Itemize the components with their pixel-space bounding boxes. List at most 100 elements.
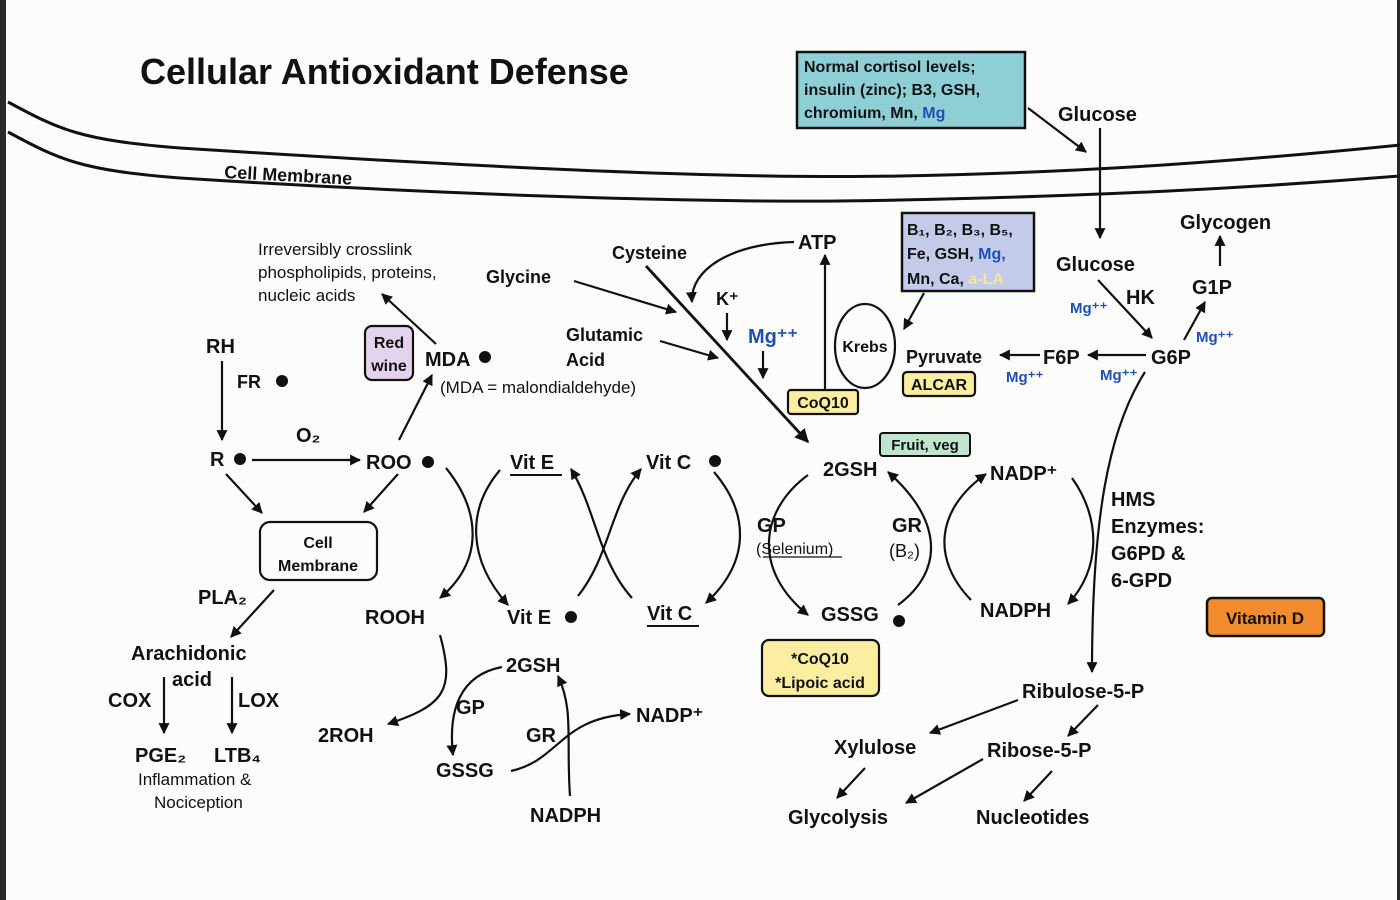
- fruit-veg-box: Fruit, veg: [879, 432, 971, 457]
- cysteine-label: Cysteine: [612, 243, 687, 263]
- b2-label: (B₂): [889, 541, 920, 561]
- crosslink-line-1: Irreversibly crosslink: [258, 240, 412, 259]
- arrow-nadp-to-nadph: [1067, 477, 1095, 605]
- gssg-radical-dot: [893, 615, 905, 627]
- cortisol-mg: Mg: [922, 105, 945, 122]
- arrow-ribulose-to-xylulose: [928, 698, 1019, 735]
- atp-label: ATP: [798, 232, 837, 254]
- arrow-roo-to-membrane: [363, 473, 399, 513]
- red-wine-line-1: Red: [374, 335, 404, 352]
- cox-label: COX: [108, 690, 152, 712]
- arrow-ribose-to-nucleotides: [1023, 770, 1053, 802]
- f6p-label: F6P: [1043, 347, 1080, 369]
- selenium-label: (Selenium): [756, 541, 833, 558]
- cortisol-line-1: Normal cortisol levels;: [804, 59, 976, 76]
- lipoic-acid-label: *Lipoic acid: [775, 675, 865, 692]
- fr-label: FR: [237, 372, 261, 392]
- glutamic-label-1: Glutamic: [566, 325, 643, 345]
- membrane-inner-line: [7, 130, 1400, 203]
- mg-f6p: Mg⁺⁺: [1100, 367, 1138, 384]
- frame-left-border: [0, 0, 6, 900]
- lower-nadp-plus-label: NADP⁺: [636, 705, 703, 727]
- arrow-vite-to-vite-radical: [475, 469, 509, 606]
- roo-label: ROO: [366, 452, 412, 474]
- arrow-lower-nadph-to-2gsh: [557, 675, 572, 797]
- fr-radical-dot: [276, 375, 288, 387]
- r-radical-dot: [234, 453, 246, 465]
- membrane-label: Cell Membrane: [224, 162, 353, 189]
- b-vitamin-line-2: Fe, GSH,: [907, 246, 974, 263]
- mg-synthesis: Mg⁺⁺: [748, 326, 798, 348]
- arrow-2gsh-to-gssg: [767, 474, 809, 616]
- krebs-label: Krebs: [842, 339, 887, 356]
- glycogen-label: Glycogen: [1180, 212, 1271, 234]
- arrow-lower-gssg-to-nadp: [510, 709, 632, 773]
- arrow-rooh-to-2roh: [386, 634, 448, 727]
- rh-label: RH: [206, 336, 235, 358]
- vitamin-d-box: Vitamin D: [1205, 596, 1326, 638]
- k-plus-label: K⁺: [716, 289, 739, 309]
- vit-e-radical: Vit E: [507, 607, 551, 629]
- lower-gp-label: GP: [456, 697, 485, 719]
- arrow-ribose-to-glycolysis: [905, 758, 984, 804]
- arrow-atp-to-synthesis: [685, 240, 795, 304]
- lox-label: LOX: [238, 690, 280, 712]
- b-vitamin-cofactor-box: B₁, B₂, B₃, B₅, Fe, GSH, Mg, Mn, Ca, a-L…: [900, 211, 1036, 293]
- glycolysis-label: Glycolysis: [788, 807, 888, 829]
- svg-text:chromium, Mn, Mg: chromium, Mn, Mg: [804, 105, 945, 122]
- pyruvate-label: Pyruvate: [906, 347, 982, 367]
- arrow-mda-to-crosslink: [381, 293, 437, 345]
- membrane-outer-line: [7, 100, 1400, 179]
- arrow-gssg-to-2gsh: [887, 471, 932, 606]
- hk-label: HK: [1126, 287, 1155, 309]
- arrow-g6p-to-g1p: [1183, 301, 1206, 341]
- arrow-glutamic: [659, 339, 720, 361]
- arrow-cortisol-to-glucose: [1027, 107, 1087, 153]
- ltb4-label: LTB₄: [214, 745, 261, 767]
- cell-membrane-line-1: Cell: [303, 535, 332, 552]
- frame-right-border: [1397, 0, 1400, 900]
- fruit-veg-label: Fruit, veg: [891, 437, 959, 454]
- arrow-cysteine-to-2gsh: [644, 265, 810, 444]
- roo-radical-dot: [422, 456, 434, 468]
- gr-label: GR: [892, 515, 923, 537]
- arrow-cofactors-to-krebs: [903, 292, 925, 330]
- coq10-box: CoQ10: [786, 388, 860, 416]
- alcar-box: ALCAR: [901, 370, 977, 398]
- arachidonic-line-1: Arachidonic: [131, 643, 247, 665]
- gp-label: GP: [757, 515, 786, 537]
- arrow-xylulose-to-glycolysis: [836, 767, 866, 799]
- arrow-vite-radical-to-vitc-radical: [577, 468, 642, 597]
- pge2-label: PGE₂: [135, 745, 186, 767]
- b-vitamin-line-1: B₁, B₂, B₃, B₅,: [907, 222, 1013, 239]
- cortisol-insulin-box: Normal cortisol levels; insulin (zinc); …: [795, 50, 1027, 130]
- arrow-lower-2gsh-to-gssg: [446, 665, 503, 757]
- alpha-lipoic-acid: a-LA: [968, 271, 1004, 288]
- nadp-plus-label: NADP⁺: [990, 463, 1057, 485]
- lower-gr-label: GR: [526, 725, 557, 747]
- pla2-label: PLA₂: [198, 587, 247, 609]
- red-wine-line-2: wine: [370, 358, 407, 375]
- inflammation-line-2: Nociception: [154, 793, 243, 812]
- arrow-nadph-to-nadp: [943, 473, 987, 601]
- inflammation-line-1: Inflammation &: [138, 770, 252, 789]
- mda-radical-dot: [479, 351, 491, 363]
- xylulose-label: Xylulose: [834, 737, 916, 759]
- arrow-glycine: [573, 279, 678, 315]
- lower-gsh2-label: 2GSH: [506, 655, 560, 677]
- crosslink-line-3: nucleic acids: [258, 286, 355, 305]
- vit-e-radical-dot: [565, 611, 577, 623]
- mda-label: MDA: [425, 349, 471, 371]
- glutamic-label-2: Acid: [566, 350, 605, 370]
- coq10-star-label: *CoQ10: [791, 651, 849, 668]
- nucleotides-label: Nucleotides: [976, 807, 1089, 829]
- arrow-roo-to-mda: [398, 374, 433, 441]
- arrow-roo-to-rooh: [439, 467, 474, 599]
- arachidonic-line-2: acid: [172, 669, 212, 691]
- arrow-vitc-radical-to-vitc: [705, 471, 742, 604]
- lower-nadph-label: NADPH: [530, 805, 601, 827]
- arrow-ribulose-to-ribose: [1067, 704, 1099, 737]
- ribose-label: Ribose-5-P: [987, 740, 1091, 762]
- alcar-label: ALCAR: [911, 377, 967, 394]
